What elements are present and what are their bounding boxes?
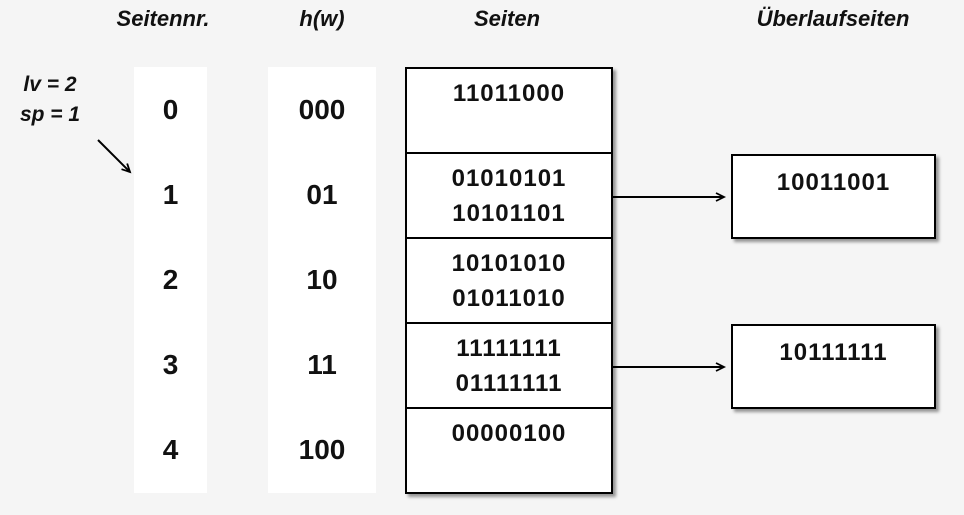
overflow-entry: 10111111 <box>779 339 888 366</box>
header-seitennr: Seitennr. <box>116 6 210 31</box>
bucket-row-4: 00000100 <box>407 409 611 492</box>
bucket-entry: 10101010 <box>451 250 567 277</box>
page-number-cell-1: 1 <box>162 178 179 210</box>
split-pointer-arrow-icon <box>97 139 132 174</box>
header-hw: h(w) <box>299 6 345 31</box>
bucket-entry: 10101101 <box>452 200 566 227</box>
bucket-row-1: 01010101 10101101 <box>407 154 611 239</box>
level-split-annotation: lv = 2 sp = 1 <box>6 70 94 130</box>
page-number-cell-0: 0 <box>162 93 179 125</box>
page-number-column: 0 1 2 3 4 <box>134 67 207 493</box>
bucket-entry: 01010101 <box>451 165 567 192</box>
overflow-page-box-1: 10011001 <box>731 154 936 239</box>
bucket-entry: 01011010 <box>452 285 566 312</box>
page-number-cell-2: 2 <box>162 264 179 295</box>
bucket-row-2: 10101010 01011010 <box>407 239 611 324</box>
bucket-row-3: 11111111 01111111 <box>407 324 611 409</box>
bucket-entry: 01111111 <box>455 370 563 397</box>
header-ueberlaufseiten: Überlaufseiten <box>756 6 910 31</box>
hash-value-cell-2: 10 <box>306 264 338 295</box>
hash-value-column: 000 01 10 11 100 <box>268 67 376 493</box>
level-value: lv = 2 <box>23 73 77 96</box>
bucket-entry: 11011000 <box>452 80 566 107</box>
split-pointer-value: sp = 1 <box>19 103 81 126</box>
bucket-row-0: 11011000 <box>407 69 611 154</box>
hash-value-cell-3: 11 <box>307 349 337 381</box>
overflow-page-box-2: 10111111 <box>731 324 936 409</box>
bucket-entry: 11111111 <box>456 335 562 362</box>
page-number-cell-3: 3 <box>162 349 179 381</box>
hash-value-cell-0: 000 <box>298 93 346 125</box>
hash-value-cell-4: 100 <box>298 434 346 466</box>
header-seiten: Seiten <box>473 6 541 31</box>
overflow-entry: 10011001 <box>776 169 891 196</box>
hash-value-cell-1: 01 <box>306 178 338 210</box>
pages-table: 11011000 01010101 10101101 10101010 0101… <box>405 67 613 494</box>
bucket-entry: 00000100 <box>451 420 567 447</box>
page-number-cell-4: 4 <box>162 434 179 466</box>
